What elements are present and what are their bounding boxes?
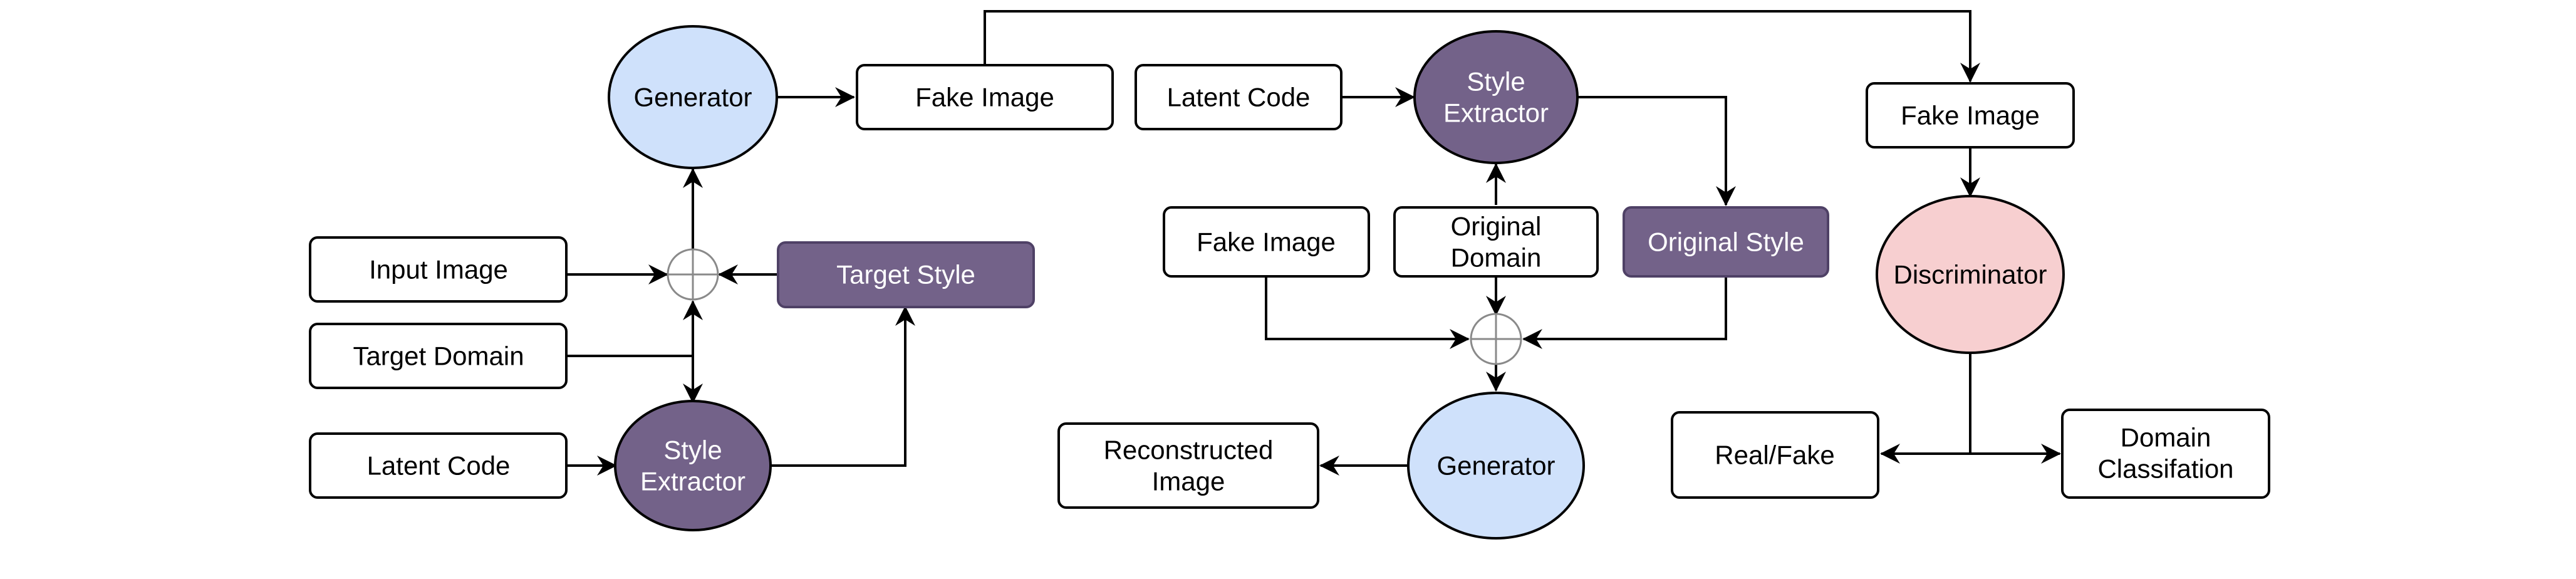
latent-code-node-mid: Latent Code (1135, 64, 1343, 130)
original-domain-label-line1: Original (1451, 212, 1542, 241)
fake-image-label: Fake Image (915, 83, 1054, 112)
original-domain-node: Original Domain (1393, 206, 1599, 278)
fake-image-mid-label: Fake Image (1197, 227, 1336, 257)
generator-node: Generator (608, 25, 778, 169)
latent-code-node: Latent Code (309, 432, 568, 499)
reconstructed-image-node: Reconstructed Image (1057, 422, 1319, 509)
edge-style-extractor-to-original-style (1577, 96, 1736, 206)
discriminator-node: Discriminator (1876, 195, 2065, 354)
domain-classification-label-line1: Domain (2121, 423, 2211, 452)
combine-node: combine (667, 248, 719, 301)
right-section: Fake Image Discriminator Real/Fake Domai… (1671, 82, 2270, 499)
input-image-node: Input Image (309, 236, 568, 303)
edges (566, 10, 2061, 476)
style-extractor-mid-label-line1: Style (1467, 67, 1525, 96)
style-extractor-node-mid: Style Extractor (1413, 30, 1579, 164)
fake-image-node-mid: Fake Image (1163, 206, 1370, 278)
fake-image-node: Fake Image (856, 64, 1114, 130)
combine-node-mid: combine (1470, 313, 1522, 365)
style-extractor-node: Style Extractor (614, 400, 772, 531)
real-fake-node: Real/Fake (1671, 411, 1879, 499)
input-image-label: Input Image (369, 255, 508, 284)
edge-style-extractor-to-target-style (771, 306, 915, 467)
original-style-label: Original Style (1648, 227, 1804, 257)
style-extractor-label-line2: Extractor (640, 467, 745, 496)
style-extractor-mid-label-line2: Extractor (1443, 98, 1549, 128)
target-style-node: Target Style (777, 241, 1035, 308)
middle-section: Latent Code Style Extractor Fake Image O… (1057, 30, 1829, 540)
real-fake-label: Real/Fake (1715, 441, 1834, 470)
fake-image-node-right: Fake Image (1866, 82, 2075, 149)
domain-classification-label-line2: Classifation (2097, 454, 2233, 484)
style-extractor-label-line1: Style (663, 436, 722, 465)
reconstructed-image-label-line1: Reconstructed (1104, 436, 1274, 465)
generator-label: Generator (633, 83, 752, 112)
edge-fake-image-to-combine (1265, 276, 1470, 349)
left-section: Generator Fake Image Input Image combine… (309, 25, 1114, 531)
edge-fake-image-to-right-fake-image (984, 10, 1980, 83)
original-style-node: Original Style (1623, 206, 1829, 278)
latent-code-mid-label: Latent Code (1167, 83, 1311, 112)
original-domain-label-line2: Domain (1451, 243, 1542, 273)
target-domain-label: Target Domain (353, 342, 524, 371)
discriminator-label: Discriminator (1893, 260, 2047, 290)
domain-classification-node: Domain Classifation (2061, 409, 2270, 499)
generator-node-mid: Generator (1407, 392, 1585, 540)
fake-image-right-label: Fake Image (1901, 101, 2040, 130)
target-style-label: Target Style (836, 260, 975, 290)
latent-code-label: Latent Code (367, 451, 511, 481)
target-domain-node: Target Domain (309, 323, 568, 389)
generator-mid-label: Generator (1436, 451, 1555, 481)
reconstructed-image-label-line2: Image (1152, 467, 1225, 496)
edge-original-style-to-combine (1522, 276, 1727, 349)
